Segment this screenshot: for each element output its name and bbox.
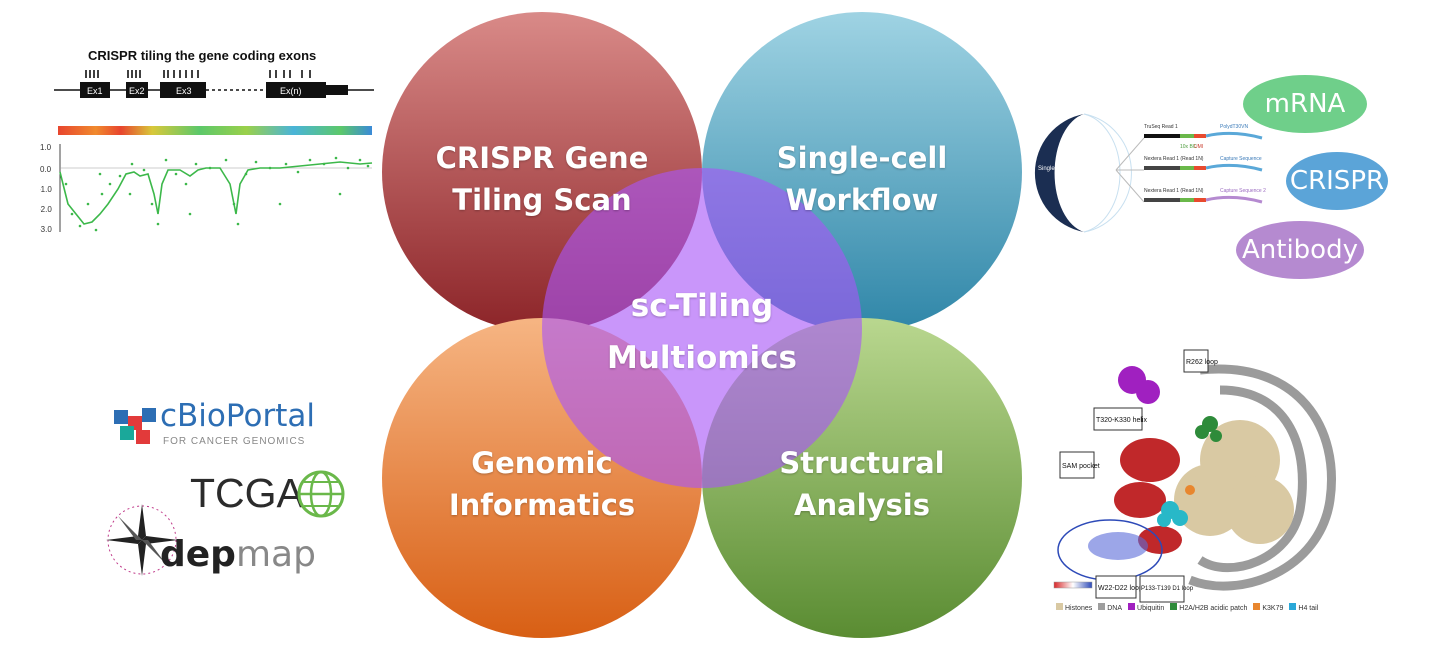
cbioportal-logo-icon bbox=[114, 408, 156, 444]
legend-item: H4 tail bbox=[1289, 603, 1318, 612]
structure-legend: Histones DNA Ubiquitin H2A/H2B acidic pa… bbox=[1056, 603, 1318, 612]
cbioportal-name: cBioPortal bbox=[160, 398, 315, 434]
callout-sam: SAM pocket bbox=[1062, 463, 1100, 470]
y-tick: -1.0 bbox=[40, 185, 52, 194]
y-tick: 0.0 bbox=[40, 165, 52, 174]
score-heat-strip bbox=[58, 126, 372, 135]
gel-bead-label: Single Cell 3' v3 Gel Bead bbox=[1038, 166, 1108, 172]
oligo-row-3 bbox=[1144, 195, 1263, 204]
callout-r262: R262 loop bbox=[1186, 359, 1218, 366]
exon-label: Ex(n) bbox=[280, 86, 302, 96]
read-label: Nextera Read 1 (Read 1N) bbox=[1144, 188, 1204, 194]
tiling-score-line bbox=[59, 161, 373, 225]
seq-tag: PolydT30VN bbox=[1220, 124, 1248, 130]
exon-label: Ex2 bbox=[129, 86, 145, 96]
read-label: TruSeq Read 1 bbox=[1144, 124, 1178, 130]
read-label: Nextera Read 1 (Read 1N) bbox=[1144, 156, 1204, 162]
crispr-tiling-figure: Ex1 Ex2 Ex3 Ex(n) 1.0 0.0 -1.0 -2.0 -3.0 bbox=[40, 70, 374, 234]
protein-structure-figure: R262 loop T320-K330 helix SAM pocket W22… bbox=[1053, 349, 1336, 603]
h4-tail bbox=[1157, 501, 1188, 527]
y-tick: -2.0 bbox=[40, 205, 52, 214]
tcga-globe-icon bbox=[297, 470, 345, 518]
callout-t320: T320-K330 helix bbox=[1096, 417, 1147, 424]
k79 bbox=[1185, 485, 1195, 495]
bubble-mrna: mRNA bbox=[1243, 75, 1367, 133]
tcga-logo-text: TCGA bbox=[190, 470, 304, 516]
bubble-antibody: Antibody bbox=[1236, 221, 1364, 279]
circle-sc-tiling-multiomics bbox=[542, 168, 862, 488]
seq-tag: Capture Sequence bbox=[1220, 156, 1262, 162]
legend-item: H2A/H2B acidic patch bbox=[1170, 603, 1247, 612]
gel-bead bbox=[1034, 114, 1084, 232]
histone-core bbox=[1174, 420, 1294, 544]
callout-p133: P133-T139 D1 loop bbox=[1141, 586, 1194, 592]
depmap-logo-text: depmap bbox=[160, 534, 316, 575]
ubiquitin bbox=[1118, 366, 1160, 404]
gel-bead-figure: Single Cell 3' v3 Gel Bead TruSeq Read 1… bbox=[1034, 113, 1266, 233]
depmap-dep: dep bbox=[160, 534, 236, 575]
oligo-row-2 bbox=[1144, 163, 1263, 172]
exon-label: Ex3 bbox=[176, 86, 192, 96]
bubble-crispr: CRISPR bbox=[1286, 152, 1388, 210]
seq-tag: Capture Sequence 2 bbox=[1220, 188, 1266, 194]
depmap-compass-icon bbox=[106, 504, 178, 576]
oligo-row-1 bbox=[1144, 131, 1263, 140]
tiling-scatter-points bbox=[64, 156, 370, 232]
acidic-patch bbox=[1195, 416, 1222, 442]
bc-label: 10x BC bbox=[1180, 144, 1197, 150]
charge-scale bbox=[1053, 581, 1093, 589]
exon-label: Ex1 bbox=[87, 86, 103, 96]
guide-ticks bbox=[85, 70, 311, 78]
depmap-map: map bbox=[235, 534, 316, 575]
legend-item: K3K79 bbox=[1253, 603, 1283, 612]
umi-label: UMI bbox=[1194, 144, 1203, 150]
crispr-panel-title: CRISPR tiling the gene coding exons bbox=[88, 48, 317, 63]
cbioportal-subtitle: FOR CANCER GENOMICS bbox=[163, 436, 306, 447]
callout-w22: W22-D22 loop bbox=[1098, 585, 1143, 592]
legend-item: Histones bbox=[1056, 603, 1092, 612]
dna-ribbon bbox=[1188, 364, 1336, 591]
y-tick: 1.0 bbox=[40, 143, 52, 152]
y-tick: -3.0 bbox=[40, 225, 52, 234]
legend-item: Ubiquitin bbox=[1128, 603, 1164, 612]
legend-item: DNA bbox=[1098, 603, 1122, 612]
